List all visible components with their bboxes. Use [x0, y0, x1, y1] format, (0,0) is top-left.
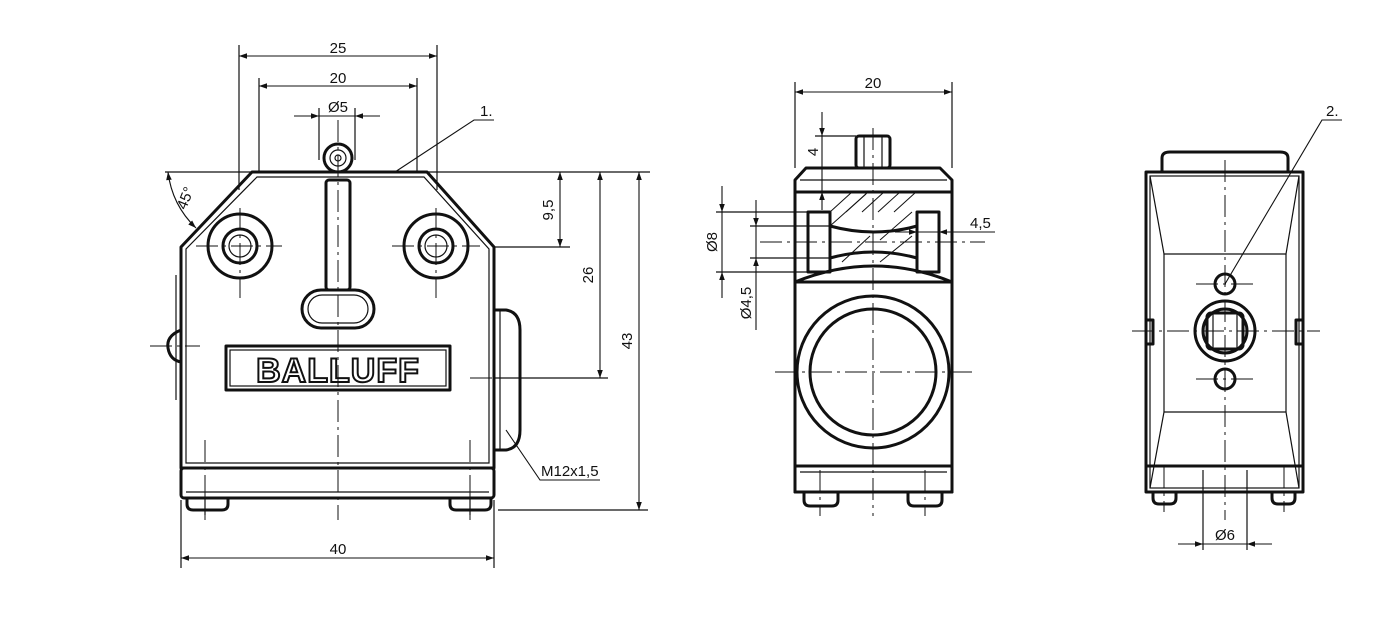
- front-foot-left: [185, 498, 230, 512]
- dim-height-top: 9,5: [540, 200, 557, 221]
- dim-base-width: 40: [330, 541, 347, 558]
- dim-roller-dia: Ø5: [328, 99, 348, 116]
- thread-label: M12x1,5: [541, 463, 599, 480]
- front-connector: [494, 308, 522, 452]
- dim-height-mid: 26: [580, 267, 597, 284]
- side-dim-hole-small: Ø4,5: [738, 287, 755, 320]
- leader-2: [1224, 119, 1342, 285]
- dim-height-total: 43: [619, 333, 636, 350]
- dim-width-inner: 20: [330, 70, 347, 87]
- leader-1: [394, 119, 494, 173]
- side-dim-hole-dia: Ø8: [704, 232, 721, 252]
- front-view: BALLUFF: [150, 40, 650, 568]
- side-dim-width: 20: [865, 75, 882, 92]
- side-dim-top: 4: [805, 148, 822, 156]
- dim-width-outer: 25: [330, 40, 347, 57]
- dim-angle: 45°: [174, 185, 198, 212]
- callout-1: 1.: [480, 103, 493, 120]
- callout-2: 2.: [1326, 103, 1339, 120]
- rear-dim-bottom-dia: Ø6: [1215, 527, 1235, 544]
- side-dim-counterbore: 4,5: [970, 215, 991, 232]
- leader-thread: [505, 429, 600, 481]
- side-view: 20 4 Ø8 Ø4,5 4,5: [704, 75, 995, 516]
- dim-arc-45: [166, 171, 197, 229]
- rear-view: Ø6 2.: [1132, 103, 1342, 550]
- rear-top-cap: [1160, 150, 1290, 172]
